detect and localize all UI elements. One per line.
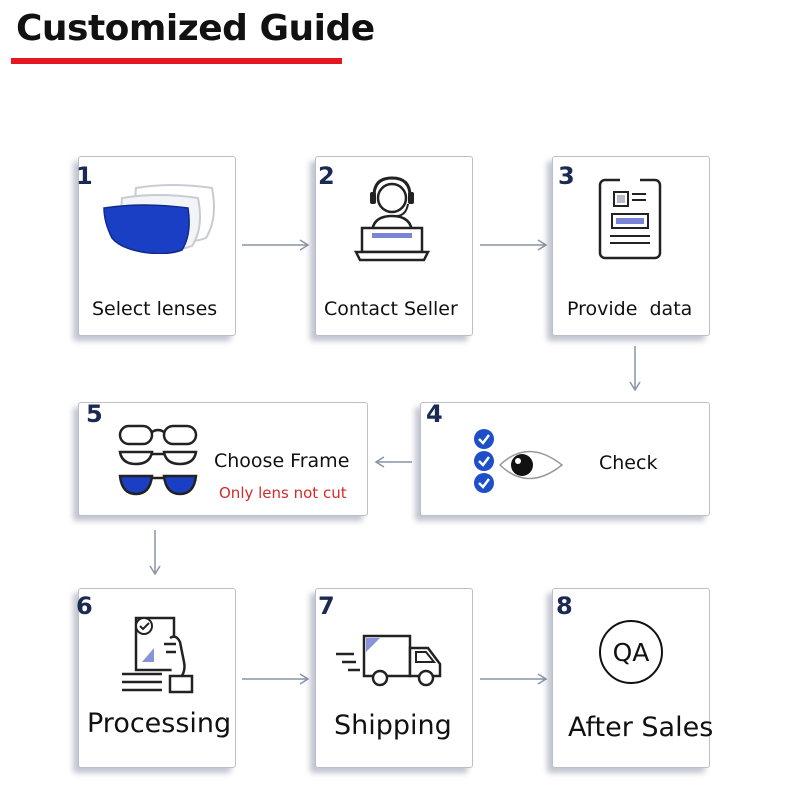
title-underline (11, 58, 342, 64)
arrow-5-to-6 (149, 530, 161, 576)
step-label-7: Shipping (334, 710, 452, 741)
arrow-6-to-7 (242, 673, 310, 685)
step-label-8: After Sales (568, 712, 714, 743)
qa-badge-text: QA (612, 637, 650, 667)
step-number-8: 8 (556, 592, 573, 620)
qa-circle-icon: QA (599, 620, 663, 684)
step-label-4: Check (599, 452, 658, 474)
arrow-2-to-3 (480, 239, 548, 251)
step-label-6: Processing (87, 708, 232, 739)
lenses-icon (103, 184, 215, 254)
arrow-3-to-4 (629, 346, 641, 392)
step-sublabel-5: Only lens not cut (219, 484, 347, 502)
step-number-1: 1 (76, 162, 93, 190)
step-number-7: 7 (318, 592, 335, 620)
delivery-truck-icon (336, 634, 442, 687)
document-form-icon (598, 178, 662, 260)
eye-check-icon (474, 429, 564, 493)
step-card-4 (420, 402, 710, 516)
step-label-2: Contact Seller (324, 298, 458, 320)
arrow-7-to-8 (480, 673, 548, 685)
customer-service-icon (353, 176, 431, 262)
arrow-1-to-2 (242, 239, 310, 251)
step-number-6: 6 (76, 592, 93, 620)
step-number-3: 3 (558, 162, 575, 190)
step-label-1: Select lenses (92, 298, 218, 320)
step-label-5: Choose Frame (214, 450, 350, 472)
arrow-4-to-5 (374, 456, 412, 468)
hand-clipboard-icon (122, 616, 194, 694)
step-number-4: 4 (426, 400, 443, 428)
page-title: Customized Guide (16, 8, 375, 49)
step-label-3: Provide data (567, 298, 693, 320)
glasses-frames-icon (118, 424, 198, 496)
step-number-2: 2 (318, 162, 335, 190)
step-number-5: 5 (86, 400, 103, 428)
step-card-7 (315, 588, 473, 768)
